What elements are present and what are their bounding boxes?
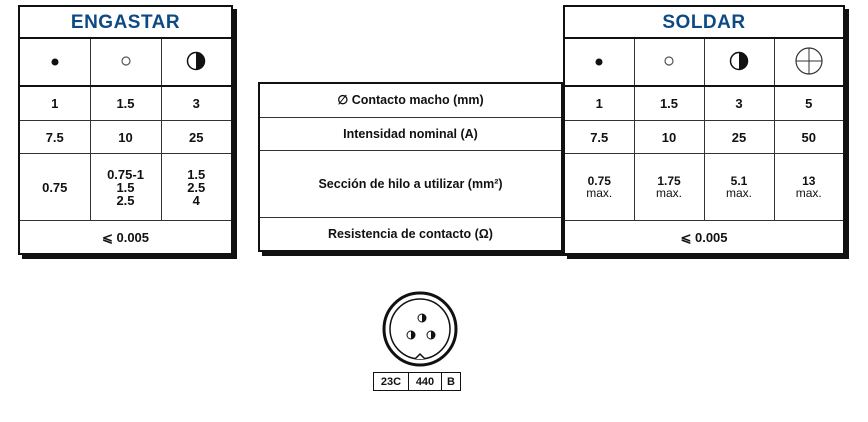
wire-section-value: 0.75-1 bbox=[107, 166, 144, 182]
soldar-contact-diameter-cell: 1.5 bbox=[633, 85, 705, 121]
connector-code-series: 23C bbox=[374, 373, 409, 390]
soldar-contact-diameter-cell: 1 bbox=[563, 85, 635, 121]
engastar-contact-resistance: ⩽ 0.005 bbox=[18, 220, 233, 255]
soldar-nominal-current-cell: 25 bbox=[703, 120, 775, 154]
wire-section-value: 4 bbox=[192, 192, 200, 208]
wire-section-value: 1.5 bbox=[187, 166, 206, 182]
soldar-contact-diameter-cell: 3 bbox=[703, 85, 775, 121]
connector-face-icon bbox=[382, 291, 458, 367]
label-contact-diameter: ∅ Contacto macho (mm) bbox=[258, 82, 563, 118]
engastar-contact-diameter-cell: 1.5 bbox=[89, 85, 162, 121]
dot-small-filled-icon bbox=[18, 37, 91, 87]
wire-section-value: 2.5 bbox=[116, 192, 135, 208]
label-nominal-current: Intensidad nominal (A) bbox=[258, 117, 563, 151]
engastar-nominal-current-cell: 25 bbox=[160, 120, 233, 154]
circle-small-open-icon bbox=[633, 37, 705, 87]
engastar-title: ENGASTAR bbox=[18, 5, 233, 39]
circle-half-filled-icon bbox=[703, 37, 775, 87]
connector-code-type: B bbox=[447, 375, 455, 388]
wire-section-value: 2.5 bbox=[187, 179, 206, 195]
soldar-nominal-current-cell: 50 bbox=[773, 120, 845, 154]
soldar-contact-diameter-cell: 5 bbox=[773, 85, 845, 121]
wire-section-value: 13 bbox=[802, 174, 816, 188]
engastar-nominal-current-cell: 10 bbox=[89, 120, 162, 154]
wire-section-value: max. bbox=[655, 186, 682, 200]
pin-icon bbox=[406, 330, 416, 340]
wire-section-value: max. bbox=[795, 186, 822, 200]
label-contact-resistance: Resistencia de contacto (Ω) bbox=[258, 217, 563, 252]
wire-section-value: 5.1 bbox=[730, 174, 748, 188]
wire-section-value: max. bbox=[725, 186, 752, 200]
label-wire-section: Sección de hilo a utilizar (mm²) bbox=[258, 150, 563, 218]
pin-icon bbox=[426, 330, 436, 340]
wire-section-value: 1.5 bbox=[116, 179, 135, 195]
circle-crosshair-icon bbox=[773, 37, 845, 87]
connector-code-voltage: 440 bbox=[409, 373, 442, 390]
connector-code-label: 23C 440 B bbox=[373, 372, 461, 391]
soldar-nominal-current-cell: 10 bbox=[633, 120, 705, 154]
wire-section-value: 1.75 bbox=[657, 174, 681, 188]
wire-section-value: 0.75 bbox=[587, 174, 611, 188]
engastar-nominal-current-cell: 7.5 bbox=[18, 120, 91, 154]
engastar-contact-diameter-cell: 3 bbox=[160, 85, 233, 121]
property-labels-table: ∅ Contacto macho (mm) Intensidad nominal… bbox=[258, 82, 563, 252]
soldar-title: SOLDAR bbox=[563, 5, 845, 39]
pin-icon bbox=[417, 313, 427, 323]
engastar-contact-diameter-cell: 1 bbox=[18, 85, 91, 121]
engastar-wire-section-cell: 0.75 bbox=[18, 153, 91, 221]
wire-section-value: 0.75 bbox=[42, 179, 68, 195]
circle-half-filled-icon bbox=[160, 37, 233, 87]
wire-section-value: max. bbox=[586, 186, 613, 200]
soldar-contact-resistance: ⩽ 0.005 bbox=[563, 220, 845, 255]
dot-small-filled-icon bbox=[563, 37, 635, 87]
circle-small-open-icon bbox=[89, 37, 162, 87]
soldar-nominal-current-cell: 7.5 bbox=[563, 120, 635, 154]
